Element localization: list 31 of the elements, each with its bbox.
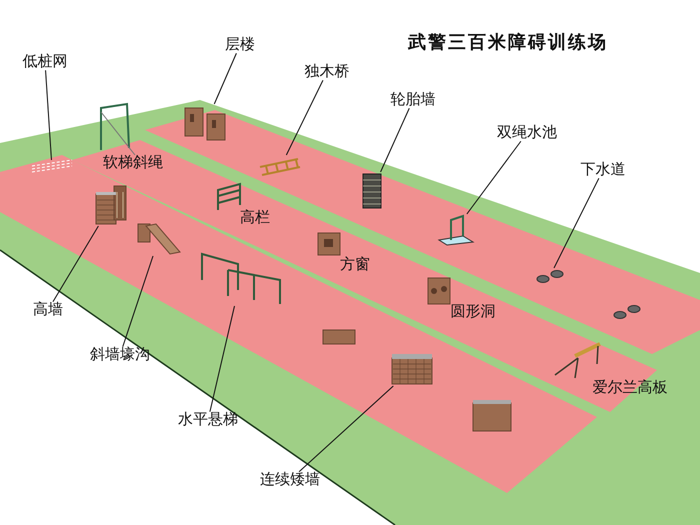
high-wall-drawing [94,184,128,226]
obstacle-label: 高栏 [240,210,270,226]
callout-label: 连续矮墙 [260,472,320,488]
leader-line [52,226,99,302]
callout-label: 下水道 [580,162,626,178]
leader-line [45,70,52,160]
leader-line [286,80,324,156]
leader-line [214,52,237,104]
callout-label: 斜墙壕沟 [90,346,150,364]
leader-line [209,306,235,412]
leader-line [298,386,394,472]
callout-label: 层楼 [225,36,255,54]
horizontal-ladder-drawing [198,250,284,306]
tire-wall-drawing [361,172,383,210]
leader-line [554,178,600,268]
callout-label: 高墙 [33,302,63,318]
callout-label: 轮胎墙 [390,92,436,108]
leader-line [380,108,410,172]
low-wall-drawing [390,352,434,386]
obstacle-label: 爱尔兰高板 [592,380,668,396]
obstacle-label: 方窗 [340,256,370,274]
leader-line [466,140,522,214]
callout-label: 水平悬梯 [178,412,238,428]
callout-label: 双绳水池 [497,124,557,142]
callout-label: 低桩网 [22,54,68,70]
callout-label: 独木桥 [304,64,350,80]
tire-drawing [535,268,565,284]
obstacle-label: 软梯斜绳 [103,154,163,172]
title: 武警三百米障碍训练场 [408,31,608,54]
obstacle-label: 圆形洞 [450,304,496,320]
leader-line [122,256,154,348]
